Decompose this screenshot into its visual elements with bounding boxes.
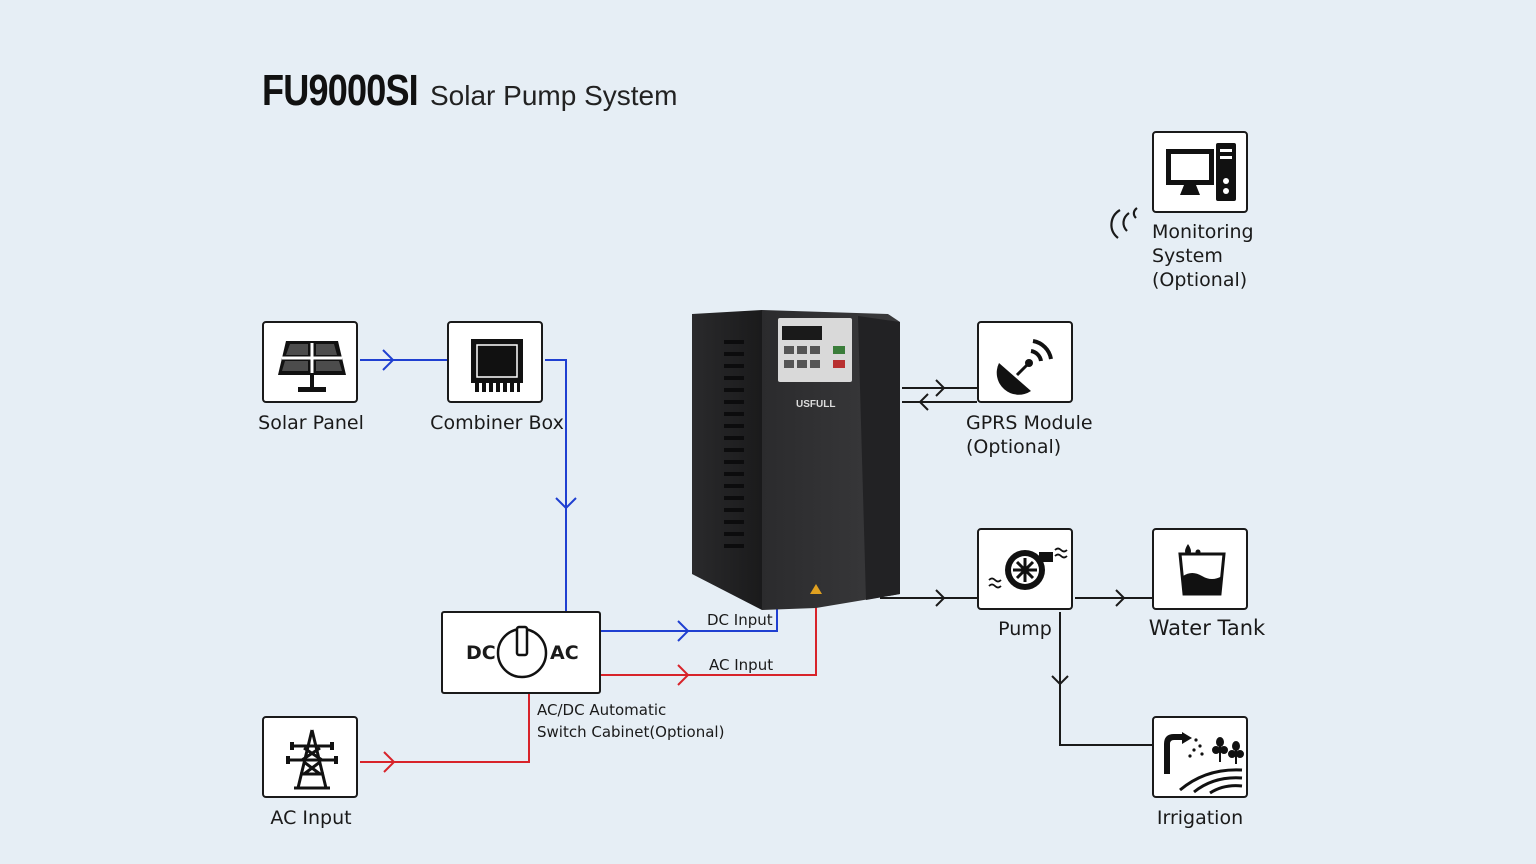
line-ac-input-to-inverter [601, 606, 817, 676]
model-name: FU9000SI [262, 66, 419, 115]
gprs-label-line2: (Optional) [966, 436, 1062, 458]
water-tank-icon [1178, 544, 1226, 596]
water-tank-label: Water Tank [1148, 616, 1266, 640]
arrow-grid-to-cabinet [383, 751, 396, 773]
cabinet-label-line1: AC/DC Automatic [537, 701, 667, 719]
pump-label: Pump [998, 618, 1052, 640]
combiner-box-node [447, 321, 543, 403]
wireless-signal-icon [1110, 207, 1138, 239]
arrow-solar-to-combiner [382, 349, 395, 371]
arrow-to-inverter [918, 393, 929, 411]
line-grid-to-cabinet [360, 694, 530, 763]
arrow-combiner-down [555, 497, 577, 510]
power-tower-icon [286, 729, 338, 790]
arrow-to-irrigation [1051, 675, 1069, 686]
arrow-ac-input-to-inverter [677, 664, 690, 686]
ac-input-connection-label: AC Input [709, 656, 774, 674]
title-subtitle: Solar Pump System [430, 80, 678, 111]
arrow-to-gprs [935, 379, 946, 397]
solar-panel-node [262, 321, 358, 403]
inverter-brand: USFULL [796, 399, 835, 410]
computer-monitor-icon [1166, 143, 1236, 201]
irrigation-node [1152, 716, 1248, 798]
line-dc-input [601, 608, 778, 632]
inverter-device: USFULL [692, 310, 900, 610]
combiner-box-label: Combiner Box [430, 412, 564, 434]
power-switch-icon [496, 625, 548, 679]
cabinet-dc-label: DC [466, 642, 496, 664]
dc-input-label: DC Input [707, 611, 773, 629]
combiner-box-icon [471, 339, 523, 392]
monitoring-label-line3: (Optional) [1152, 269, 1248, 291]
line-pump-to-irrigation [1059, 612, 1152, 746]
water-tank-node [1152, 528, 1248, 610]
irrigation-icon [1164, 732, 1244, 795]
monitoring-label-line2: System [1152, 245, 1223, 267]
solar-panel-icon [278, 341, 346, 392]
arrow-to-pump [935, 589, 946, 607]
diagram-title: FU9000SI Solar Pump System [262, 66, 677, 116]
satellite-dish-icon [996, 339, 1053, 395]
ac-input-node [262, 716, 358, 798]
solar-panel-label: Solar Panel [258, 412, 364, 434]
cabinet-ac-label: AC [550, 642, 579, 664]
cabinet-label-line2: Switch Cabinet(Optional) [537, 723, 725, 741]
arrow-to-tank [1115, 589, 1126, 607]
arrow-dc-input [677, 620, 690, 642]
irrigation-label: Irrigation [1156, 807, 1244, 829]
switch-cabinet-node: DC AC [441, 611, 601, 694]
pump-icon [988, 547, 1068, 590]
gprs-node [977, 321, 1073, 403]
monitoring-label-line1: Monitoring [1152, 221, 1254, 243]
monitoring-node [1152, 131, 1248, 213]
ac-input-label: AC Input [270, 807, 352, 829]
line-combiner-to-cabinet [545, 359, 567, 611]
pump-node [977, 528, 1073, 610]
gprs-label-line1: GPRS Module [966, 412, 1093, 434]
